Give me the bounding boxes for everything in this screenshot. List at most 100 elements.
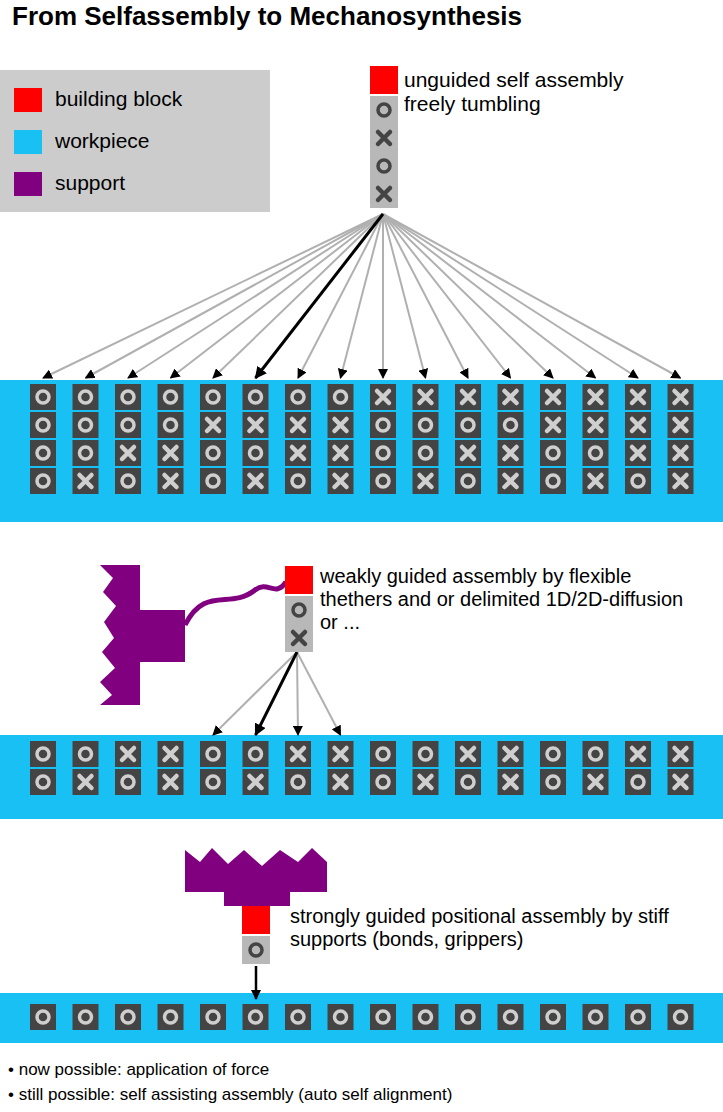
- workpiece-site: [455, 384, 481, 410]
- support-shape: [100, 565, 185, 705]
- x-symbol: [122, 447, 134, 459]
- workpiece-site: [158, 412, 184, 438]
- o-symbol: [505, 1011, 517, 1023]
- x-symbol: [335, 447, 347, 459]
- o-symbol: [378, 104, 390, 116]
- workpiece-site: [158, 741, 184, 767]
- o-symbol: [250, 391, 262, 403]
- o-symbol: [80, 419, 92, 431]
- x-symbol: [547, 419, 559, 431]
- x-symbol: [335, 419, 347, 431]
- o-symbol: [207, 447, 219, 459]
- x-symbol: [590, 419, 602, 431]
- o-symbol: [250, 1011, 262, 1023]
- workpiece-band: [0, 380, 723, 522]
- legend-text: building block: [55, 87, 182, 111]
- building-block: [370, 66, 398, 94]
- workpiece-site: [200, 412, 226, 438]
- workpiece-site: [498, 384, 524, 410]
- workpiece-site: [668, 384, 694, 410]
- molecule-column: [285, 596, 313, 652]
- possible-path-arrow: [171, 214, 384, 378]
- workpiece-site: [625, 769, 651, 795]
- o-symbol: [37, 419, 49, 431]
- o-symbol: [462, 475, 474, 487]
- o-symbol: [122, 1011, 134, 1023]
- o-symbol: [632, 776, 644, 788]
- legend-text: workpiece: [55, 129, 150, 153]
- possible-path-arrow: [383, 214, 638, 378]
- x-symbol: [377, 391, 389, 403]
- o-symbol: [462, 1011, 474, 1023]
- workpiece-site: [455, 468, 481, 494]
- x-symbol: [547, 391, 559, 403]
- x-symbol: [122, 748, 134, 760]
- o-symbol: [590, 1011, 602, 1023]
- x-symbol: [165, 776, 177, 788]
- workpiece-site: [158, 440, 184, 466]
- possible-path-arrow: [213, 652, 297, 735]
- workpiece-site: [30, 412, 56, 438]
- description-label: strongly guided positional assembly by s…: [290, 905, 690, 951]
- placement-arrow: [255, 966, 258, 999]
- workpiece-site: [115, 440, 141, 466]
- o-symbol: [37, 776, 49, 788]
- o-symbol: [377, 776, 389, 788]
- workpiece-site: [370, 468, 396, 494]
- workpiece-site: [498, 412, 524, 438]
- x-symbol: [675, 748, 687, 760]
- workpiece-site: [413, 741, 439, 767]
- workpiece-site: [158, 384, 184, 410]
- x-symbol: [632, 419, 644, 431]
- workpiece-site: [158, 1004, 184, 1030]
- workpiece-site: [328, 412, 354, 438]
- workpiece-site: [328, 741, 354, 767]
- workpiece-site: [200, 741, 226, 767]
- chosen-path-arrow: [256, 214, 384, 378]
- workpiece-site: [540, 384, 566, 410]
- workpiece-site: [243, 468, 269, 494]
- workpiece-site: [328, 384, 354, 410]
- workpiece-site: [370, 741, 396, 767]
- workpiece-site: [73, 468, 99, 494]
- workpiece-site: [115, 412, 141, 438]
- building-block: [242, 906, 270, 934]
- workpiece-site: [583, 412, 609, 438]
- x-symbol: [590, 776, 602, 788]
- x-symbol: [462, 447, 474, 459]
- x-symbol: [378, 132, 390, 144]
- possible-path-arrow: [383, 214, 553, 378]
- o-symbol: [250, 748, 262, 760]
- workpiece-site: [115, 1004, 141, 1030]
- possible-path-arrow: [86, 214, 384, 378]
- possible-path-arrow: [297, 652, 341, 735]
- possible-path-arrow: [297, 652, 298, 735]
- o-symbol: [37, 447, 49, 459]
- workpiece-site: [285, 412, 311, 438]
- x-symbol: [420, 475, 432, 487]
- workpiece-site: [115, 384, 141, 410]
- o-symbol: [632, 475, 644, 487]
- o-symbol: [420, 419, 432, 431]
- o-symbol: [675, 1011, 687, 1023]
- possible-path-arrow: [383, 214, 596, 378]
- workpiece-site: [73, 1004, 99, 1030]
- workpiece-site: [540, 741, 566, 767]
- o-symbol: [122, 391, 134, 403]
- o-symbol: [80, 748, 92, 760]
- workpiece-site: [73, 440, 99, 466]
- workpiece-site: [668, 769, 694, 795]
- workpiece-site: [158, 468, 184, 494]
- workpiece-site: [583, 468, 609, 494]
- x-symbol: [632, 447, 644, 459]
- workpiece-site: [583, 440, 609, 466]
- o-symbol: [80, 391, 92, 403]
- possible-path-arrow: [213, 214, 383, 378]
- x-symbol: [80, 475, 92, 487]
- workpiece-site: [413, 468, 439, 494]
- x-symbol: [420, 776, 432, 788]
- x-symbol: [462, 748, 474, 760]
- o-symbol: [207, 475, 219, 487]
- workpiece-site: [30, 769, 56, 795]
- workpiece-site: [285, 1004, 311, 1030]
